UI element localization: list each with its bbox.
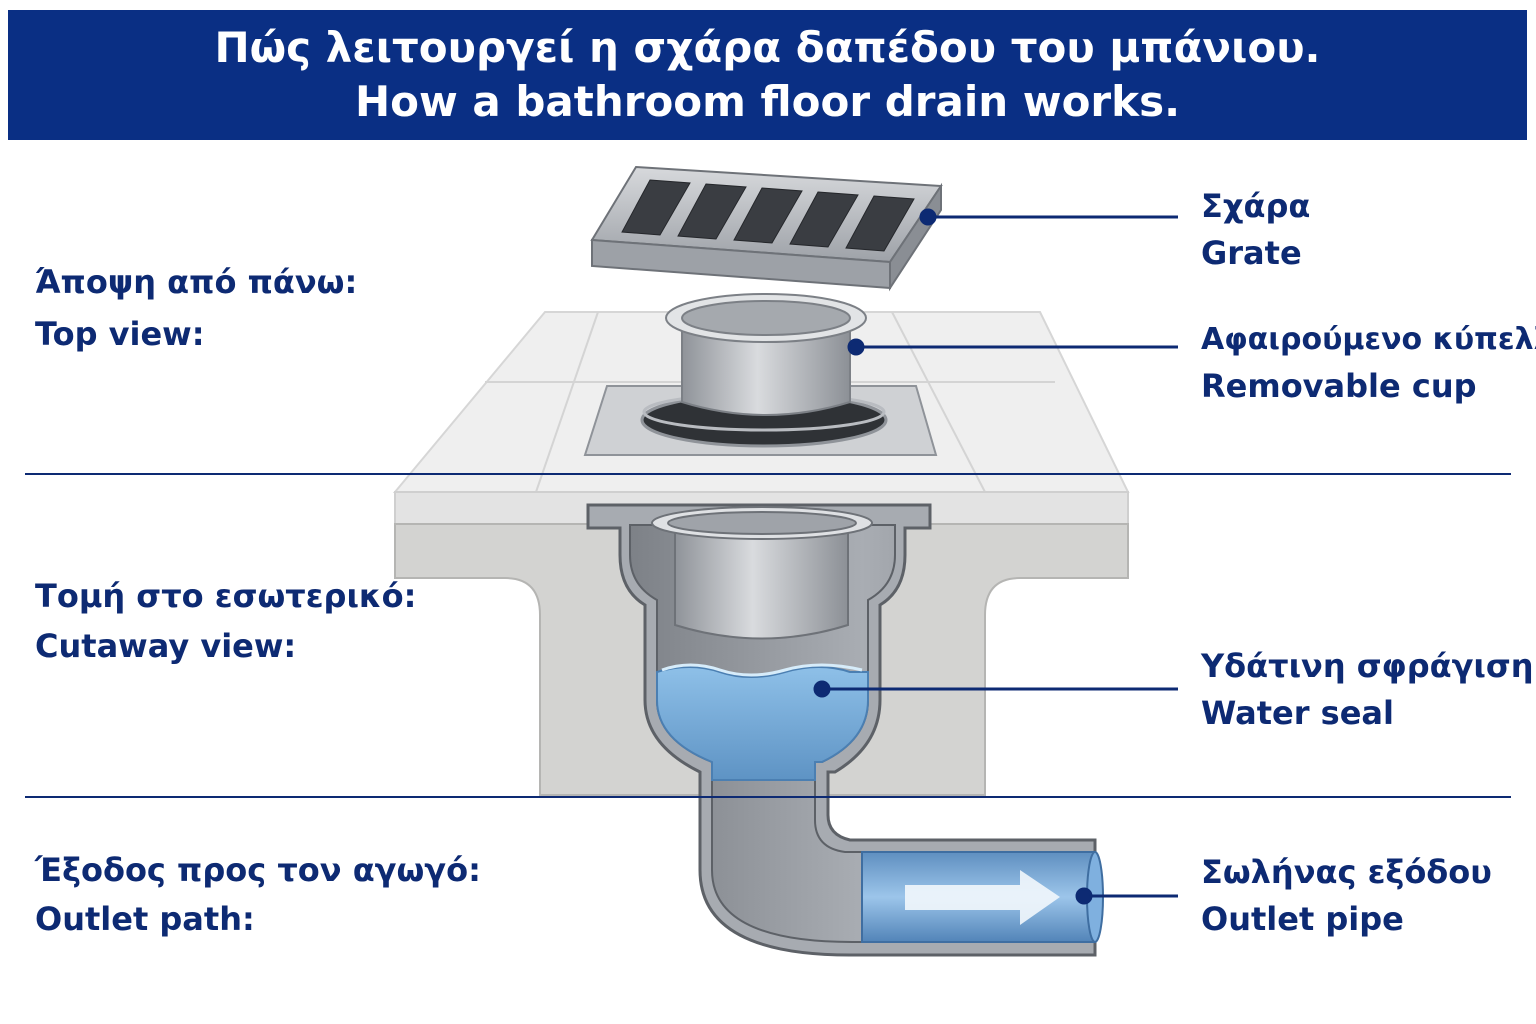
callout-pipe-english: Outlet pipe (1201, 900, 1404, 938)
removable-cup-top (665, 293, 867, 416)
section-dividers (25, 473, 1511, 798)
section-top-greek: Άποψη από πάνω: (35, 263, 358, 301)
title-banner: Πώς λειτουργεί η σχάρα δαπέδου του μπάνι… (8, 10, 1527, 140)
drain-body-cutaway (586, 503, 1097, 957)
section-cutaway-english: Cutaway view: (35, 627, 297, 665)
callout-pipe-greek: Σωλήνας εξόδου (1201, 853, 1492, 891)
title-greek: Πώς λειτουργεί η σχάρα δαπέδου του μπάνι… (214, 23, 1321, 72)
section-cutaway-greek: Τομή στο εσωτερικό: (35, 577, 417, 615)
section-outlet-greek: Έξοδος προς τον αγωγό: (35, 851, 481, 889)
section-outlet-english: Outlet path: (35, 900, 255, 938)
callout-seal-english: Water seal (1201, 694, 1394, 732)
title-english: How a bathroom floor drain works. (354, 77, 1181, 126)
callout-cup-greek: Αφαιρούμενο κύπελλο (1201, 322, 1536, 357)
section-top-english: Top view: (35, 315, 205, 353)
callout-grate-greek: Σχάρα (1201, 187, 1311, 225)
flow-arrow-icon (905, 870, 1060, 925)
callout-cup-english: Removable cup (1201, 367, 1477, 405)
callout-seal-greek: Υδάτινη σφράγιση (1201, 647, 1534, 685)
grate-illustration (590, 165, 943, 292)
callout-grate-english: Grate (1201, 234, 1302, 272)
callout-leaders (813, 208, 1178, 905)
outlet-pipe-illustration (861, 851, 1104, 943)
